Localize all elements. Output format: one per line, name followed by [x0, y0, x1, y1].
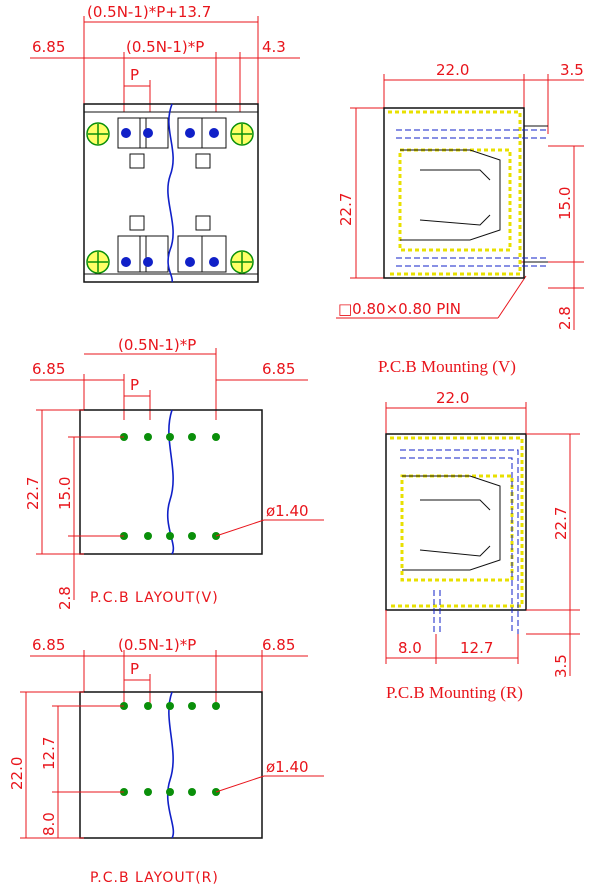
layout-r-pitch: P [130, 660, 139, 678]
mount-r-caption: P.C.B Mounting (R) [386, 683, 523, 702]
mounting-r-view: 22.0 22.7 8.0 12.7 3.5 P.C.B Mounting (R… [385, 389, 580, 702]
layout-v-height: 22.7 [24, 477, 42, 510]
pcb-hole [188, 433, 196, 441]
mount-v-height: 22.7 [337, 193, 355, 226]
layout-v-row-span: 15.0 [56, 477, 74, 510]
mount-r-width: 22.0 [436, 389, 469, 407]
layout-r-row-span: 12.7 [40, 737, 58, 770]
mount-r-pin-b: 12.7 [460, 639, 493, 657]
mount-v-offset: 3.5 [560, 61, 584, 79]
mount-v-caption: P.C.B Mounting (V) [378, 357, 516, 376]
mount-r-pin-a: 8.0 [398, 639, 422, 657]
pcb-hole [188, 788, 196, 796]
top-pitch: P [130, 66, 139, 84]
mount-v-pin-tail: 2.8 [556, 306, 574, 330]
pcb-hole [166, 702, 174, 710]
layout-v-right-margin: 6.85 [262, 360, 295, 378]
contact-pin [185, 128, 195, 138]
layout-v-hole-dia: ø1.40 [266, 502, 309, 520]
pcb-hole [188, 532, 196, 540]
layout-r-right-margin: 6.85 [262, 636, 295, 654]
layout-v-caption: P.C.B LAYOUT(V) [90, 590, 219, 606]
break-line [166, 691, 175, 839]
top-view: (0.5N-1)*P+13.7 6.85 (0.5N-1)*P 4.3 P [30, 3, 300, 283]
layout-r-view: 6.85 (0.5N-1)*P 6.85 P 22.0 12.7 8.0 [8, 636, 324, 886]
layout-r-hole-dia: ø1.40 [266, 758, 309, 776]
contact-pin [209, 128, 219, 138]
layout-r-bottom-offset: 8.0 [40, 812, 58, 836]
mounting-screw-icon [86, 250, 110, 274]
pcb-hole [144, 788, 152, 796]
layout-v-bottom-offset: 2.8 [56, 586, 74, 610]
pcb-hole [166, 532, 174, 540]
contact-pin [121, 257, 131, 267]
top-inner-dim: (0.5N-1)*P [126, 38, 204, 56]
pcb-hole [166, 788, 174, 796]
pcb-hole [212, 702, 220, 710]
layout-v-inner-dim: (0.5N-1)*P [118, 336, 196, 354]
mounting-v-view: 22.0 3.5 22.7 15.0 2.8 □0.80×0.80 PIN P. [336, 61, 584, 376]
contact-pin [143, 257, 153, 267]
layout-r-inner-dim: (0.5N-1)*P [118, 636, 196, 654]
pcb-hole [144, 433, 152, 441]
top-right-margin: 4.3 [262, 38, 286, 56]
layout-r-caption: P.C.B LAYOUT(R) [90, 870, 219, 886]
mount-v-width: 22.0 [436, 61, 469, 79]
layout-v-view: (0.5N-1)*P 6.85 6.85 P 22.7 15.0 [24, 336, 324, 610]
layout-r-height: 22.0 [8, 757, 26, 790]
contact-pin [121, 128, 131, 138]
mounting-screw-icon [230, 250, 254, 274]
top-overall-dim: (0.5N-1)*P+13.7 [87, 3, 211, 21]
pcb-hole [166, 433, 174, 441]
mounting-screw-icon [230, 122, 254, 146]
contact-pin [185, 257, 195, 267]
pcb-hole [188, 702, 196, 710]
mount-r-height: 22.7 [552, 507, 570, 540]
layout-v-left-margin: 6.85 [32, 360, 65, 378]
mounting-screw-icon [86, 122, 110, 146]
top-left-margin: 6.85 [32, 38, 65, 56]
contact-pin [209, 257, 219, 267]
pcb-hole [144, 702, 152, 710]
layout-r-left-margin: 6.85 [32, 636, 65, 654]
pcb-hole [144, 532, 152, 540]
contact-pin [143, 128, 153, 138]
mount-v-pin-label: □0.80×0.80 PIN [338, 300, 461, 318]
mount-v-pin-span: 15.0 [556, 187, 574, 220]
layout-v-pitch: P [130, 376, 139, 394]
pcb-hole [212, 433, 220, 441]
break-line [167, 103, 174, 283]
mount-r-tail: 3.5 [552, 654, 570, 678]
